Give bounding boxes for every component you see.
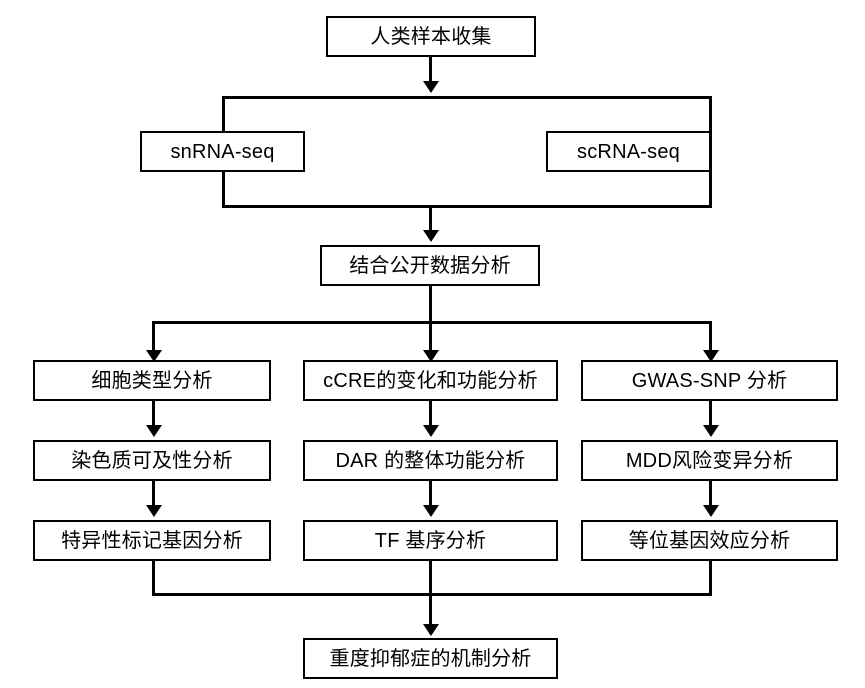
connector-split-to-col2 [429, 321, 432, 355]
connector-col3-row2-to-row3 [709, 481, 712, 508]
connector-col2-row2-to-row3 [429, 481, 432, 508]
node-dar-overall-function-analysis[interactable]: DAR 的整体功能分析 [303, 440, 558, 481]
connector-three-way-split-bar [152, 321, 712, 324]
arrowhead-split-to-col1 [146, 350, 162, 362]
node-chromatin-accessibility-analysis[interactable]: 染色质可及性分析 [33, 440, 271, 481]
arrowhead-split-to-col3 [703, 350, 719, 362]
arrowhead-col3-row2-to-row3 [703, 505, 719, 517]
connector-col1-to-merge [152, 561, 155, 596]
connector-col1-row1-to-row2 [152, 401, 155, 428]
connector-bottom-merge-bar [152, 593, 712, 596]
node-mdd-risk-variant-analysis[interactable]: MDD风险变异分析 [581, 440, 838, 481]
connector-seq-split-bar [222, 96, 712, 99]
node-human-sample-collection[interactable]: 人类样本收集 [326, 16, 536, 57]
connector-public-data-to-split [429, 286, 432, 323]
node-scrna-seq[interactable]: scRNA-seq [546, 131, 711, 172]
node-specific-marker-gene-analysis[interactable]: 特异性标记基因分析 [33, 520, 271, 561]
node-public-data-analysis[interactable]: 结合公开数据分析 [320, 245, 540, 286]
arrowhead-col3-row1-to-row2 [703, 425, 719, 437]
connector-top-to-split [429, 57, 432, 85]
connector-merge-to-public-data [429, 205, 432, 234]
connector-col3-row1-to-row2 [709, 401, 712, 428]
node-mdd-mechanism-analysis[interactable]: 重度抑郁症的机制分析 [303, 638, 558, 679]
arrowhead-col2-row1-to-row2 [423, 425, 439, 437]
node-ccre-change-function-analysis[interactable]: cCRE的变化和功能分析 [303, 360, 558, 401]
arrowhead-col1-row1-to-row2 [146, 425, 162, 437]
connector-col2-to-final [429, 561, 432, 634]
arrowhead-split-to-col2 [423, 350, 439, 362]
connector-seq-merge-bar [222, 205, 712, 208]
node-tf-motif-analysis[interactable]: TF 基序分析 [303, 520, 558, 561]
arrowhead-merge-to-public-data [423, 230, 439, 242]
node-snrna-seq[interactable]: snRNA-seq [140, 131, 305, 172]
connector-split-to-col1 [152, 321, 155, 355]
connector-split-to-col3 [709, 321, 712, 355]
arrowhead-top-to-split [423, 81, 439, 93]
node-gwas-snp-analysis[interactable]: GWAS-SNP 分析 [581, 360, 838, 401]
node-allelic-effect-analysis[interactable]: 等位基因效应分析 [581, 520, 838, 561]
connector-col3-to-merge [709, 561, 712, 596]
arrowhead-merge-to-final [423, 624, 439, 636]
connector-col1-row2-to-row3 [152, 481, 155, 508]
connector-col2-row1-to-row2 [429, 401, 432, 428]
node-cell-type-analysis[interactable]: 细胞类型分析 [33, 360, 271, 401]
arrowhead-col2-row2-to-row3 [423, 505, 439, 517]
arrowhead-col1-row2-to-row3 [146, 505, 162, 517]
